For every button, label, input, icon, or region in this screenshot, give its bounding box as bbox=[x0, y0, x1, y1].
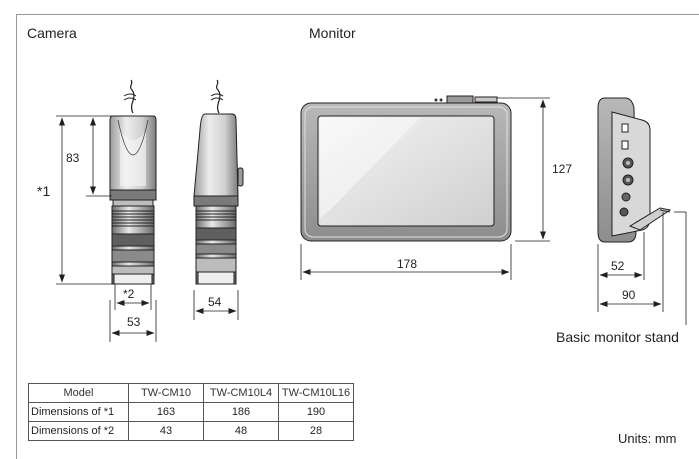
table-row: Dimensions of *2 43 48 28 bbox=[28, 421, 354, 441]
camera-section-title: Camera bbox=[27, 25, 77, 41]
body-height-label: 83 bbox=[66, 151, 80, 165]
column-header: Model bbox=[28, 383, 129, 403]
monitor-front-view bbox=[300, 95, 512, 242]
units-note: Units: mm bbox=[618, 431, 677, 446]
table-row: Dimensions of *1 163 186 190 bbox=[28, 402, 354, 422]
column-header: TW-CM10 bbox=[128, 383, 204, 403]
monitor-width-label: 178 bbox=[397, 257, 417, 271]
row-label: Dimensions of *1 bbox=[28, 402, 129, 422]
lens-width-label: 53 bbox=[127, 315, 141, 329]
table-header-row: Model TW-CM10 TW-CM10L4 TW-CM10L16 bbox=[28, 383, 354, 403]
lens-marker-label: *2 bbox=[123, 287, 135, 301]
row-label: Dimensions of *2 bbox=[28, 421, 129, 441]
monitor-side-view bbox=[597, 97, 672, 243]
table-cell: 186 bbox=[203, 402, 279, 422]
dimensions-table: Model TW-CM10 TW-CM10L4 TW-CM10L16 Dimen… bbox=[28, 383, 354, 441]
stand-width-label: 52 bbox=[611, 259, 625, 273]
camera-front-view bbox=[109, 79, 157, 285]
stand-caption: Basic monitor stand bbox=[556, 329, 679, 345]
side-width-label: 54 bbox=[208, 295, 222, 309]
column-header: TW-CM10L16 bbox=[278, 383, 354, 403]
monitor-height-label: 127 bbox=[552, 162, 572, 176]
monitor-dimension-lines bbox=[300, 97, 687, 325]
overall-height-label: *1 bbox=[37, 183, 50, 199]
table-cell: 190 bbox=[278, 402, 354, 422]
camera-dimension-lines bbox=[56, 115, 239, 342]
table-cell: 163 bbox=[128, 402, 204, 422]
table-cell: 43 bbox=[128, 421, 204, 441]
page-frame bbox=[16, 14, 699, 459]
camera-side-view bbox=[193, 79, 244, 285]
monitor-section-title: Monitor bbox=[309, 25, 356, 41]
column-header: TW-CM10L4 bbox=[203, 383, 279, 403]
table-cell: 48 bbox=[203, 421, 279, 441]
table-cell: 28 bbox=[278, 421, 354, 441]
stand-depth-label: 90 bbox=[622, 288, 636, 302]
